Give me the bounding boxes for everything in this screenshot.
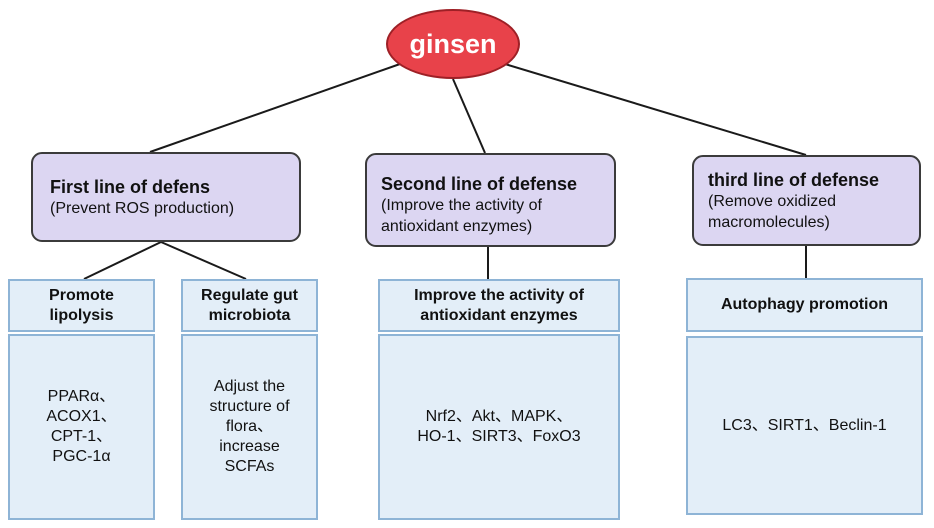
connector-first-to-gut <box>160 241 247 280</box>
autophagy-promotion-header: Autophagy promotion <box>686 278 923 332</box>
connector-root-to-first <box>149 63 401 153</box>
second-line-of-defense-box: Second line of defense (Improve the acti… <box>365 153 616 247</box>
connector-first-to-lipolysis <box>83 241 162 280</box>
connector-root-to-third <box>504 63 807 156</box>
root-label: ginsen <box>409 28 497 59</box>
regulate-gut-microbiota-header: Regulate gut microbiota <box>181 279 318 332</box>
first-line-subtitle: (Prevent ROS production) <box>50 200 235 217</box>
connector-root-to-second <box>452 78 486 154</box>
antioxidant-enzymes-detail-box: Nrf2、Akt、MAPK、 HO-1、SIRT3、FoxO3 <box>378 334 620 520</box>
first-line-title: First line of defens <box>50 177 211 197</box>
second-line-subtitle: (Improve the activity of antioxidant enz… <box>381 197 542 235</box>
first-line-of-defense-box: First line of defens (Prevent ROS produc… <box>31 152 301 242</box>
promote-lipolysis-header: Promote lipolysis <box>8 279 155 332</box>
third-line-of-defense-box: third line of defense (Remove oxidized m… <box>692 155 921 246</box>
root-node-ginsen: ginsen <box>386 9 520 79</box>
second-line-title: Second line of defense <box>381 174 578 194</box>
third-line-title: third line of defense <box>708 170 880 190</box>
lipolysis-detail-box: PPARα、 ACOX1、 CPT-1、 PGC-1α <box>8 334 155 520</box>
gut-microbiota-detail-box: Adjust the structure of flora、 increase … <box>181 334 318 520</box>
autophagy-detail-box: LC3、SIRT1、Beclin-1 <box>686 336 923 515</box>
antioxidant-enzymes-header: Improve the activity of antioxidant enzy… <box>378 279 620 332</box>
third-line-subtitle: (Remove oxidized macromolecules) <box>708 193 837 231</box>
